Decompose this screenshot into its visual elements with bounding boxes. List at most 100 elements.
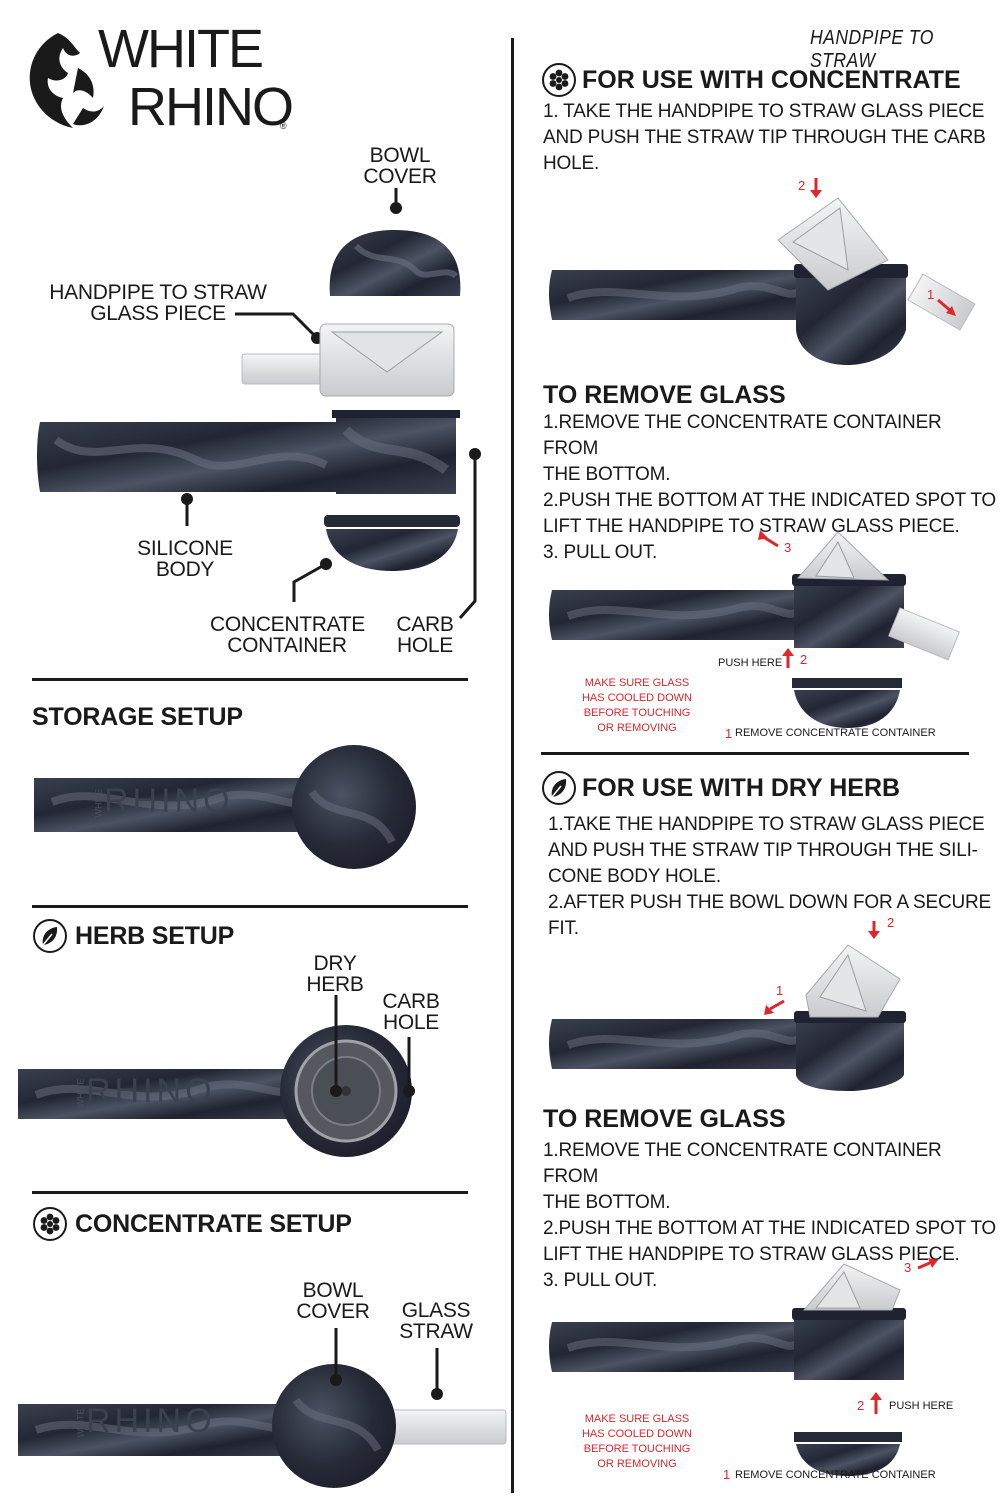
step-line: THE BOTTOM. xyxy=(543,1192,671,1213)
leader-bowl-cover xyxy=(390,188,402,214)
label-line: HERB xyxy=(306,973,364,996)
step-number: 1 xyxy=(723,1467,731,1482)
glass-piece-image xyxy=(241,323,455,397)
step-line: FIT. xyxy=(548,918,579,939)
warn-line: OR REMOVING xyxy=(597,1458,677,1470)
concentrate-insert-image xyxy=(549,178,976,365)
label-line: COVER xyxy=(296,1300,370,1323)
push-here-label: PUSH HERE xyxy=(718,657,783,669)
concentrate-step1: 1. TAKE THE HANDPIPE TO STRAW GLASS PIEC… xyxy=(543,99,986,177)
concentrate-container-image xyxy=(324,515,460,571)
brand-reg: ® xyxy=(280,121,287,131)
dryherb-use-title: FOR USE WITH DRY HERB xyxy=(582,774,901,802)
step-line: THE BOTTOM. xyxy=(543,464,671,485)
label-line: CARB xyxy=(382,990,440,1013)
label-line: SILICONE xyxy=(137,537,233,560)
divider xyxy=(32,1191,468,1194)
divider xyxy=(541,752,969,755)
rhino-logo-icon xyxy=(29,33,104,128)
leader-silicone-body xyxy=(181,493,193,526)
step-line: AND PUSH THE STRAW TIP THROUGH THE CARB xyxy=(543,127,986,148)
warn-line: HAS COOLED DOWN xyxy=(581,1428,692,1440)
concentrate-setup-image xyxy=(18,1328,507,1488)
step-number: 2 xyxy=(887,915,895,930)
warn-line: OR REMOVING xyxy=(597,722,677,734)
flower-icon xyxy=(542,63,576,97)
step-line: 1.TAKE THE HANDPIPE TO STRAW GLASS PIECE xyxy=(548,814,985,835)
pipe-imprint-rhino: RHINO xyxy=(104,782,234,820)
concentrate-use-title: FOR USE WITH CONCENTRATE xyxy=(582,66,961,94)
pipe-imprint-white: WHITE xyxy=(93,788,104,818)
remove-container-label: REMOVE CONCENTRATE CONTAINER xyxy=(735,1469,936,1481)
step-line: LIFT THE HANDPIPE TO STRAW GLASS PIECE. xyxy=(543,1244,960,1265)
warn-line: HAS COOLED DOWN xyxy=(581,692,692,704)
brand-line2: RHINO xyxy=(128,77,294,137)
pipe-imprint-rhino: RHINO xyxy=(86,1072,216,1110)
step-number: 2 xyxy=(798,178,806,193)
label-line: STRAW xyxy=(399,1320,473,1343)
divider xyxy=(32,678,468,681)
pipe-imprint-white: WHITE xyxy=(75,1408,86,1438)
step-line: 2.AFTER PUSH THE BOWL DOWN FOR A SECURE xyxy=(548,892,991,913)
carb-hole-leader xyxy=(458,448,481,619)
flower-icon xyxy=(33,1207,67,1241)
warn-line: BEFORE TOUCHING xyxy=(583,707,691,719)
step-number: 1 xyxy=(776,983,784,998)
step-line: LIFT THE HANDPIPE TO STRAW GLASS PIECE. xyxy=(543,516,960,537)
label-line: BOWL xyxy=(369,144,431,167)
label-line: GLASS xyxy=(401,1299,471,1322)
label-line: BOWL xyxy=(302,1279,364,1302)
remove-glass-image-2 xyxy=(549,1258,938,1476)
label-line: CONCENTRATE xyxy=(210,613,365,636)
step-line: AND PUSH THE STRAW TIP THROUGH THE SILI- xyxy=(548,840,978,861)
label-line: HOLE xyxy=(383,1011,439,1034)
remove-steps-2: 1.REMOVE THE CONCENTRATE CONTAINER FROM … xyxy=(543,1138,1001,1294)
leaf-icon xyxy=(33,919,67,953)
remove-glass-title-2: TO REMOVE GLASS xyxy=(543,1105,786,1133)
warn-line: BEFORE TOUCHING xyxy=(583,1443,691,1455)
remove-glass-title-1: TO REMOVE GLASS xyxy=(543,381,786,409)
leader-concentrate-container xyxy=(292,558,332,602)
bowl-cover-image xyxy=(329,230,461,296)
step-number: 3 xyxy=(784,540,792,555)
divider xyxy=(32,905,468,908)
step-line: 3. PULL OUT. xyxy=(543,1270,658,1291)
concentrate-setup-title: CONCENTRATE SETUP xyxy=(75,1210,352,1238)
remove-steps-1: 1.REMOVE THE CONCENTRATE CONTAINER FROM … xyxy=(543,410,1001,566)
pipe-imprint-white: WHITE xyxy=(75,1078,86,1108)
step-line: HOLE. xyxy=(543,153,600,174)
warn-line: MAKE SURE GLASS xyxy=(584,1413,690,1425)
doc-title: HANDPIPE TO STRAW xyxy=(810,27,934,72)
cool-warning: MAKE SURE GLASS HAS COOLED DOWN BEFORE T… xyxy=(577,1412,697,1472)
step-line: 1.REMOVE THE CONCENTRATE CONTAINER FROM xyxy=(543,412,942,459)
label-line: HANDPIPE TO STRAW xyxy=(49,281,267,304)
pipe-imprint-rhino: RHINO xyxy=(86,1402,216,1440)
step-line: 2.PUSH THE BOTTOM AT THE INDICATED SPOT … xyxy=(543,1218,996,1239)
step-number: 3 xyxy=(904,1260,912,1275)
step-line: 3. PULL OUT. xyxy=(543,542,658,563)
label-line: BODY xyxy=(155,558,215,581)
label-line: DRY xyxy=(313,952,357,975)
push-here-label: PUSH HERE xyxy=(889,1400,954,1412)
remove-container-label: REMOVE CONCENTRATE CONTAINER xyxy=(735,727,936,739)
herb-setup-title: HERB SETUP xyxy=(75,922,235,950)
label-line: CARB xyxy=(396,613,454,636)
cool-warning: MAKE SURE GLASS HAS COOLED DOWN BEFORE T… xyxy=(577,676,697,736)
center-divider xyxy=(511,38,514,1493)
dryherb-steps: 1.TAKE THE HANDPIPE TO STRAW GLASS PIECE… xyxy=(548,812,991,942)
label-line: GLASS PIECE xyxy=(90,302,226,325)
step-number: 1 xyxy=(725,726,733,741)
step-number: 1 xyxy=(927,287,935,302)
leaf-icon xyxy=(542,771,576,805)
step-line: CONE BODY HOLE. xyxy=(548,866,721,887)
label-line: CONTAINER xyxy=(227,634,347,657)
